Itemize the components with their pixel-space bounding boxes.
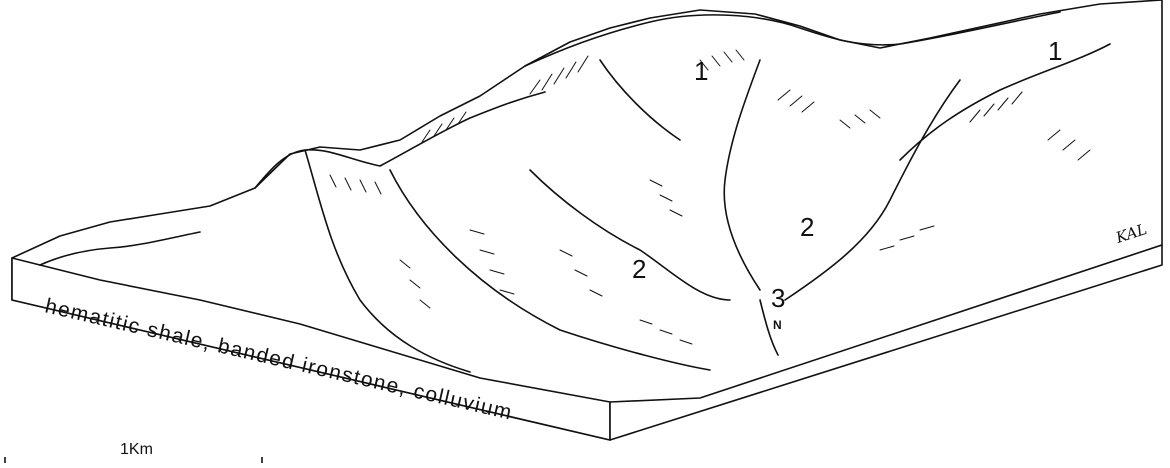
scale-bar: 1Km: [5, 441, 262, 463]
scale-bar-label: 1Km: [120, 441, 153, 458]
label-summit-right: 1: [1048, 36, 1062, 66]
terrain-surface: [12, 0, 1162, 440]
label-summit-left: 1: [694, 56, 708, 86]
label-valley-floor: 3: [771, 283, 785, 313]
label-slope-right: 2: [800, 212, 814, 242]
label-slope-left: 2: [632, 254, 646, 284]
north-marker: N: [773, 318, 782, 332]
